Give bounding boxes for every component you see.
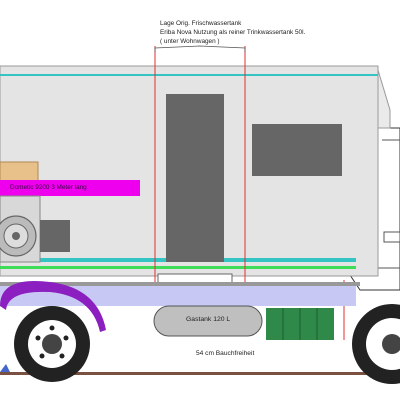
gas-tank-label: Gastank 120 L xyxy=(186,316,231,323)
ground-line xyxy=(0,372,400,375)
camper-box-front-slope xyxy=(377,69,391,129)
rear-fender xyxy=(0,281,106,332)
battery-box xyxy=(266,308,334,340)
truck-wheel-icon xyxy=(14,306,90,382)
bottom-left-blue-mark xyxy=(0,364,10,372)
ground-clearance-label: 54 cm Bauchfreiheit xyxy=(196,350,255,357)
awning-label: Dometic 9200 3 Meter lang xyxy=(10,184,87,191)
freshwater-tank-label-line1: Lage Orig. Frischwassertank xyxy=(160,20,242,27)
gas-tank xyxy=(153,305,263,337)
lower-stripe-green xyxy=(0,266,356,269)
spare-wheel-icon xyxy=(0,195,70,263)
roof-stripe xyxy=(0,74,378,76)
entry-door xyxy=(166,94,224,262)
freshwater-tank-label-line3: ( unter Wohnwagen ) xyxy=(160,38,220,45)
chassis-rail xyxy=(0,282,360,286)
annotation-brace xyxy=(154,45,246,52)
truck-wheel-icon xyxy=(352,304,400,384)
awning-bar xyxy=(0,180,140,196)
freshwater-tank-label-line2: Eriba Nova Nutzung als reiner Trinkwasse… xyxy=(160,29,306,36)
side-window xyxy=(252,124,342,176)
freshwater-tank-position-lines xyxy=(154,46,246,300)
